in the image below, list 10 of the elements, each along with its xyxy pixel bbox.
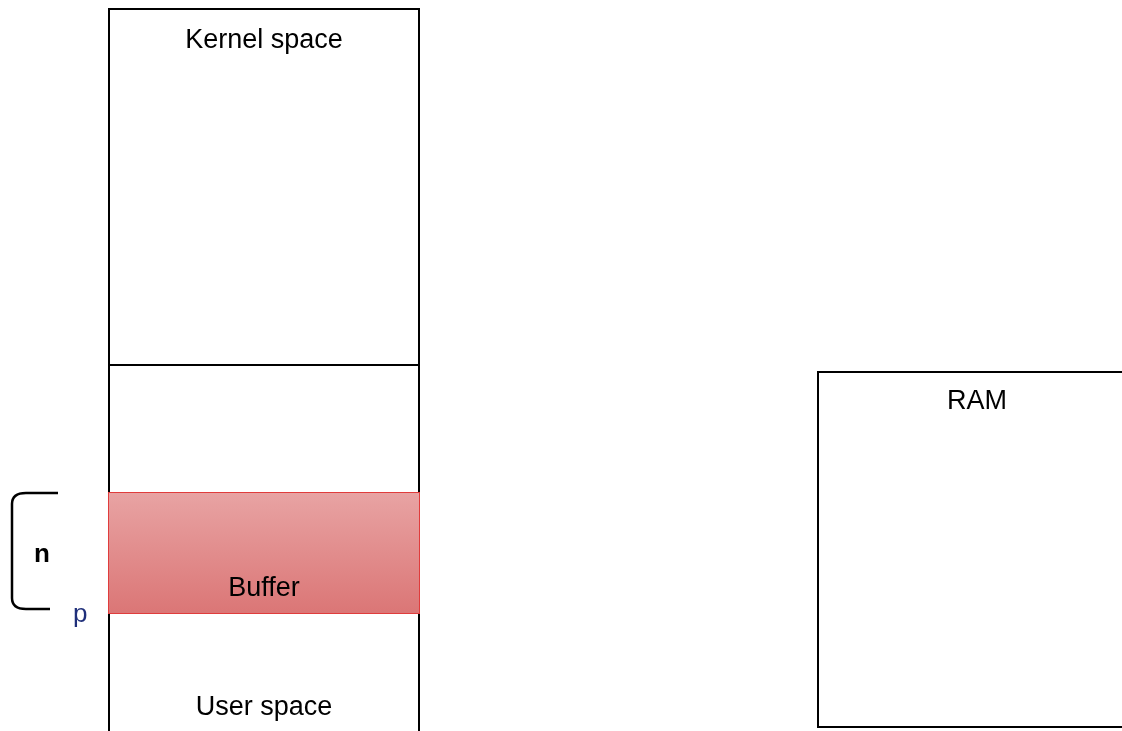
- region-label: Kernel space: [185, 24, 343, 55]
- pointer-label: p: [73, 598, 88, 629]
- size-label: n: [34, 538, 50, 569]
- region-label: User space: [195, 691, 333, 722]
- region-label: Buffer: [228, 572, 300, 603]
- memory-region: [108, 8, 420, 366]
- memory-region: [108, 364, 420, 731]
- region-label: RAM: [947, 385, 1007, 416]
- memory-box: [817, 371, 1122, 728]
- buffer-region: [108, 492, 420, 614]
